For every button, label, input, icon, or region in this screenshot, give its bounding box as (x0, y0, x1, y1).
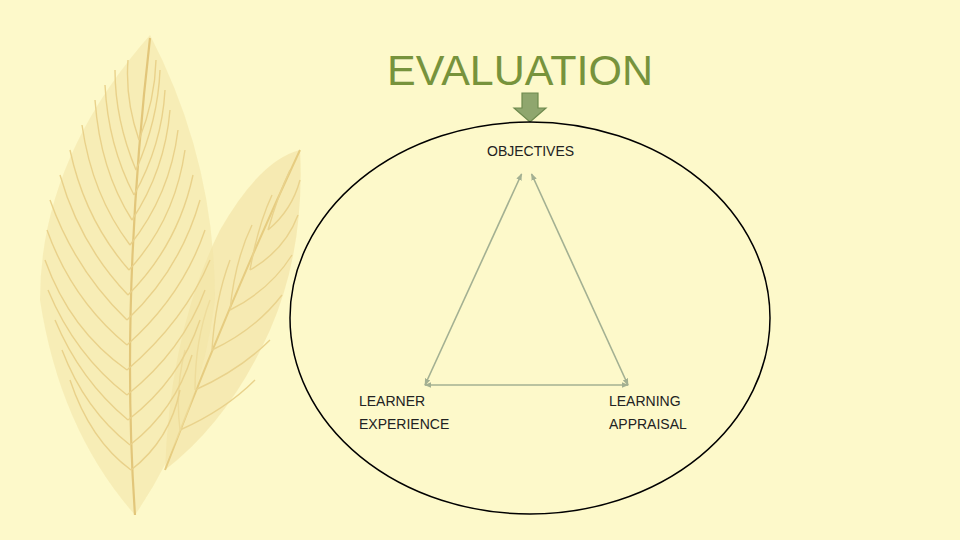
double-arrow-connector (425, 384, 628, 386)
node-label: LEARNER EXPERIENCE (359, 390, 464, 436)
feather-vane (40, 35, 215, 515)
node-label: LEARNING APPRAISAL (609, 390, 714, 436)
text-node: LEARNING APPRAISAL (609, 390, 714, 436)
boundary-ellipse (290, 122, 770, 514)
text-node: OBJECTIVES (487, 140, 574, 163)
text-node: LEARNER EXPERIENCE (359, 390, 464, 436)
down-arrow (514, 93, 546, 122)
double-arrow-connector (532, 174, 628, 385)
double-arrow-connector (425, 174, 522, 385)
feather-front (40, 35, 215, 515)
node-label: OBJECTIVES (487, 140, 574, 163)
diagram-title: EVALUATION (0, 49, 960, 92)
feather-barbs (45, 60, 210, 470)
